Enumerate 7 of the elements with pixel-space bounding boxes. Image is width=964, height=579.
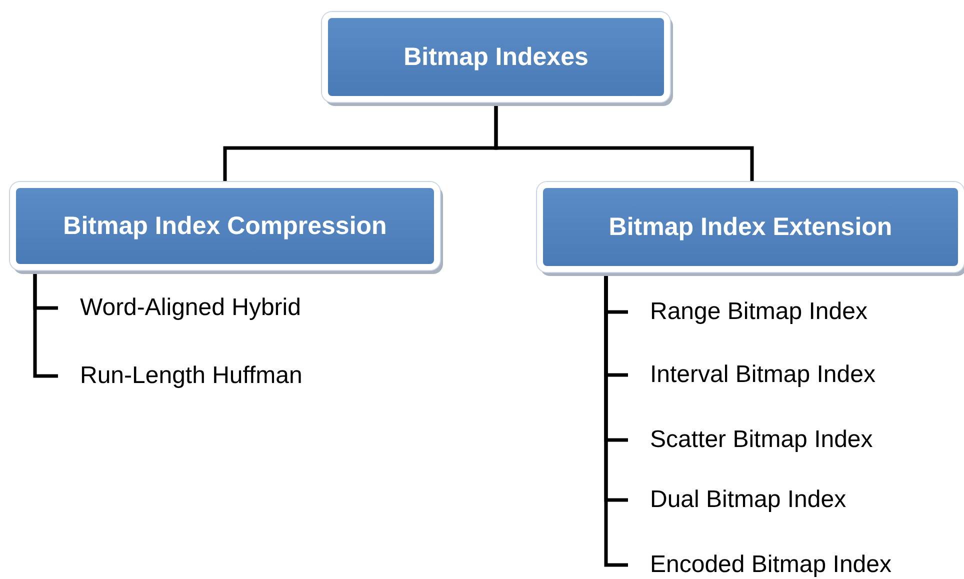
list-item-text: Range Bitmap Index	[628, 298, 868, 326]
list-item-text: Dual Bitmap Index	[628, 486, 846, 514]
list-item-text: Scatter Bitmap Index	[628, 426, 873, 454]
list-item-text: Word-Aligned Hybrid	[58, 294, 301, 322]
list-item-text: Run-Length Huffman	[58, 362, 302, 390]
list-item-text: Encoded Bitmap Index	[628, 551, 892, 579]
list-item-text: Interval Bitmap Index	[628, 361, 876, 389]
